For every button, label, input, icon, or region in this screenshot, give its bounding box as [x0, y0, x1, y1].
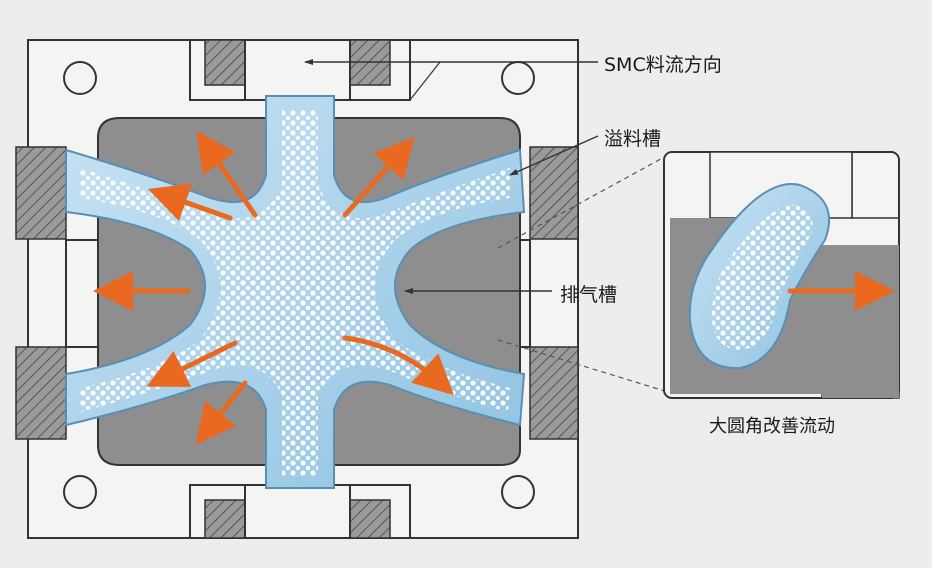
mounting-hole-bl — [63, 475, 97, 509]
orange-arrow-icon — [147, 183, 233, 222]
inset-gray-right — [822, 245, 899, 398]
mounting-hole-br — [501, 475, 535, 509]
bottom-gate — [244, 484, 351, 539]
bottom-hatch-right — [349, 499, 391, 539]
orange-arrow-icon — [195, 380, 248, 445]
top-hatch-left — [204, 39, 246, 86]
left-hatch-bottom — [15, 346, 67, 440]
orange-arrow-icon — [146, 340, 238, 387]
zoom-line-bottom — [497, 339, 669, 393]
leader-flow-2 — [409, 61, 441, 101]
orange-arrow-icon — [196, 130, 258, 218]
bottom-hatch-left — [204, 499, 246, 539]
inset-blob-beads — [712, 204, 813, 350]
label-overflow-groove: 溢料槽 — [604, 128, 662, 150]
orange-arrow-icon — [342, 136, 416, 218]
label-large-radius: 大圆角改善流动 — [709, 416, 835, 437]
center-bead-cluster — [240, 230, 360, 350]
flow-arrows — [93, 130, 454, 445]
mounting-hole-tl — [63, 61, 97, 95]
orange-arrow-icon — [342, 335, 454, 396]
left-slot — [65, 239, 102, 348]
top-gate — [244, 39, 351, 101]
label-vent-groove: 排气槽 — [560, 284, 618, 306]
label-flow-direction: SMC料流方向 — [604, 54, 722, 76]
leader-overflow — [509, 135, 599, 176]
mounting-hole-tr — [501, 61, 535, 95]
left-hatch-top — [15, 146, 67, 240]
right-hatch-bottom — [529, 346, 579, 440]
right-hatch-top — [529, 146, 579, 240]
